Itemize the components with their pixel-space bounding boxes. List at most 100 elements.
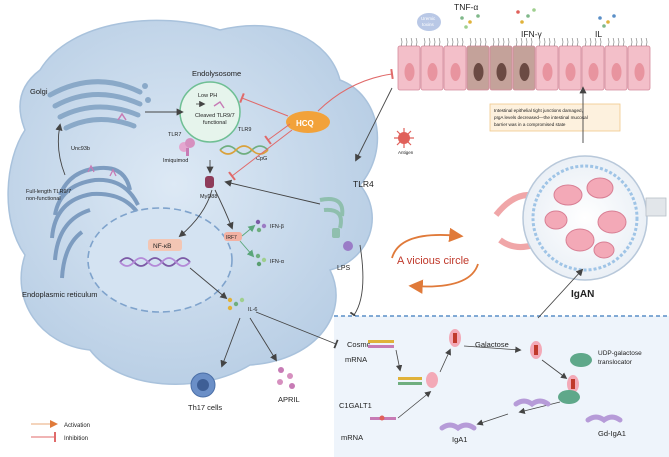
gd-iga1-molecules	[513, 398, 623, 424]
microvillus	[553, 37, 556, 47]
cell-nucleus	[588, 63, 599, 81]
igan-label: IgAN	[571, 289, 594, 300]
tlr4-label: TLR4	[353, 179, 374, 189]
endolysosome-label: Endolysosome	[192, 69, 241, 78]
microvillus	[599, 37, 602, 47]
il-label: IL	[595, 29, 602, 39]
hcq-badge	[286, 111, 330, 133]
cell-membrane	[7, 19, 379, 386]
endoplasmic-reticulum	[50, 164, 144, 279]
galactose-label: Galactose	[475, 340, 509, 349]
barrier-note-box	[489, 103, 621, 132]
microvillus	[456, 37, 459, 47]
microvillus	[622, 37, 625, 47]
cell-nucleus	[634, 63, 645, 81]
cosmc-label: Cosmc	[347, 340, 371, 349]
microvillus	[507, 37, 510, 47]
kidney-glomerulus	[493, 155, 667, 281]
cosmc-mrna	[368, 340, 394, 348]
ifn-beta-label: IFN-β	[270, 224, 284, 230]
microvillus	[423, 37, 426, 47]
note-line-1: Intestinal epithelial tight junctions da…	[494, 108, 583, 113]
microvillus	[484, 37, 487, 47]
th17-label: Th17 cells	[188, 403, 222, 412]
ifn-alpha-label: IFN-α	[270, 259, 285, 265]
lps-label: LPS	[337, 265, 351, 272]
microvillus	[469, 37, 472, 47]
microvillus	[617, 37, 620, 47]
microvillus	[502, 37, 505, 47]
tlr9-label: TLR9	[238, 127, 251, 133]
myd88	[205, 176, 214, 188]
microvillus	[645, 37, 648, 47]
hcq-label: HCQ	[296, 119, 314, 128]
cell-nucleus	[496, 63, 507, 81]
ifng-label: IFN-γ	[521, 29, 543, 39]
microvillus	[479, 37, 482, 47]
microvillus	[520, 37, 523, 47]
mrna-label-2: mRNA	[341, 433, 363, 442]
gd-iga1-label: Gd-IgA1	[598, 429, 626, 438]
note-line-2: pIgA levels decreased—the intestinal muc…	[494, 115, 588, 120]
iga1-label: IgA1	[452, 435, 467, 444]
cell-nucleus	[542, 63, 553, 81]
microvillus	[576, 37, 579, 47]
microvillus	[566, 37, 569, 47]
vicious-circle-label: A vicious circle	[397, 255, 469, 267]
uremic-label-1: Uremic	[421, 16, 436, 21]
udp-label-1: UDP-galactose	[598, 350, 642, 357]
iga1-molecule	[439, 422, 477, 432]
irf7-box	[224, 232, 242, 241]
microvillus	[433, 37, 436, 47]
microvillus	[571, 37, 574, 47]
microvillus	[461, 37, 464, 47]
microvillus	[405, 37, 408, 47]
golgi-label: Golgi	[30, 87, 48, 96]
microvillus	[515, 37, 518, 47]
cell-nucleus	[611, 63, 622, 81]
legend-activation: Activation	[64, 423, 90, 429]
mrna-label-1: mRNA	[345, 355, 367, 364]
microvillus	[612, 37, 615, 47]
tnf-label: TNF-α	[454, 2, 478, 12]
microvillus	[635, 37, 638, 47]
full-length-label-2: non-functional	[26, 196, 61, 202]
legend-inhibition: Inhibition	[64, 436, 88, 442]
low-ph-label: Low PH	[198, 93, 217, 99]
cell-nucleus	[473, 63, 484, 81]
cpg-label: CpG	[256, 156, 267, 162]
microvillus	[589, 37, 592, 47]
cosmc-protein	[398, 372, 438, 388]
microvillus	[492, 37, 495, 47]
cytokine-dots	[460, 8, 616, 29]
tlr7-receptor	[179, 138, 195, 156]
microvillus	[400, 37, 403, 47]
cell-nucleus	[427, 63, 438, 81]
endolysosome	[179, 81, 241, 143]
nfkb-box	[148, 239, 182, 251]
microvillus	[548, 37, 551, 47]
cell-nucleus	[404, 63, 415, 81]
april-label: APRIL	[278, 395, 300, 404]
er-label: Endoplasmic reticulum	[22, 290, 97, 299]
legend: Activation Inhibition	[31, 420, 90, 442]
microvillus	[594, 37, 597, 47]
cell-nucleus	[519, 63, 530, 81]
irf7-label: IRF7	[226, 235, 237, 241]
c1galt1-mrna	[370, 415, 396, 421]
microvillus	[525, 37, 528, 47]
microvillus	[446, 37, 449, 47]
il6-label: IL-6	[248, 307, 257, 313]
uremic-toxins-bubble	[417, 13, 441, 31]
cleaved-tlr-label-2: functional	[203, 120, 227, 126]
microvillus	[530, 37, 533, 47]
cell-nucleus	[450, 63, 461, 81]
nuclear-dna	[119, 257, 191, 267]
microvillus	[497, 37, 500, 47]
tlr4-receptor	[319, 197, 353, 251]
unc93b-label: Unc93b	[71, 146, 90, 152]
microvillus	[561, 37, 564, 47]
c1galt1-label: C1GALT1	[339, 401, 372, 410]
